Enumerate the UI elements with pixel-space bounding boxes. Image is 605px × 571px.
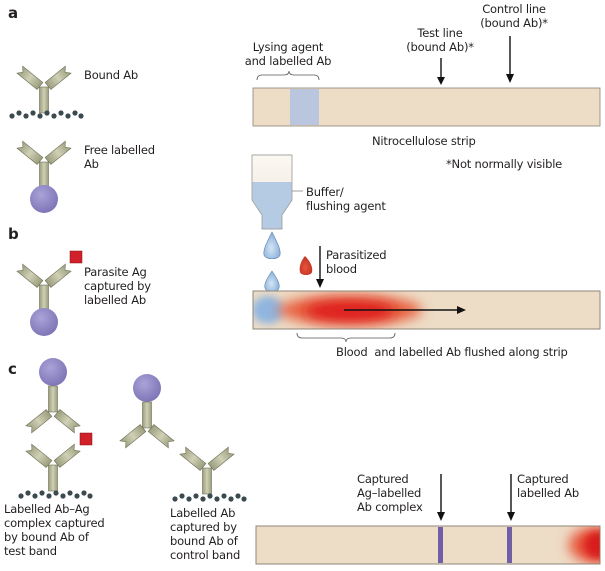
free-labelled-ab-icon (16, 140, 72, 213)
lysing-agent-label: Lysing agent and labelled Ab (244, 40, 332, 68)
panel-label-b: b (8, 225, 19, 243)
free-labelled-ab-label: Free labelled Ab (84, 143, 155, 171)
test-band (438, 527, 443, 563)
membrane-dots (18, 490, 93, 499)
label-bead (39, 358, 67, 386)
label-bead (30, 308, 58, 336)
test-band-label: Captured Ag–labelled Ab complex (357, 472, 423, 514)
control-band-arrow (507, 474, 515, 521)
membrane-dots (9, 110, 84, 119)
ag-captured-label: Parasite Ag captured by labelled Ab (84, 265, 151, 307)
buffer-bottle (251, 154, 303, 230)
blood-drop-icon (299, 256, 313, 275)
parasitized-blood-label: Parasitized blood (326, 248, 387, 276)
control-line-label: Control line (bound Ab)* (480, 2, 548, 30)
panel-label-c: c (8, 360, 17, 378)
buffer-label: Buffer/ flushing agent (306, 185, 386, 213)
nitrocellulose-strip-c (255, 525, 601, 565)
control-caption: Labelled Ab captured by bound Ab of cont… (170, 506, 241, 562)
flow-arrow (344, 306, 466, 314)
test-line-label: Test line (bound Ab)* (406, 26, 474, 54)
footnote: *Not normally visible (446, 157, 563, 171)
nitrocellulose-strip-a (252, 87, 601, 127)
buffer-smear (253, 296, 284, 324)
bound-ab-label: Bound Ab (84, 68, 139, 82)
sandwich-complex-icon (18, 358, 93, 499)
buffer-drop-icon (264, 270, 280, 293)
ag-captured-icon (16, 250, 83, 336)
flow-brace (296, 332, 396, 343)
lysing-brace (256, 70, 320, 81)
control-capture-icon (119, 374, 247, 502)
control-band-label: Captured labelled Ab (517, 472, 580, 500)
strip-caption: Nitrocellulose strip (372, 134, 476, 148)
lysing-pad (290, 89, 319, 125)
test-band-arrow (437, 474, 445, 521)
label-bead (133, 374, 161, 402)
buffer-drop-icon (263, 231, 281, 260)
flow-caption: Blood and labelled Ab flushed along stri… (336, 345, 568, 359)
blood-arrow (316, 246, 324, 288)
complex-caption: Labelled Ab–Ag complex captured by bound… (4, 502, 105, 558)
membrane-dots (172, 493, 247, 502)
control-line-arrow (506, 36, 514, 83)
test-line-arrow (437, 58, 445, 85)
antigen-square (69, 250, 83, 264)
label-bead (30, 185, 58, 213)
control-band (507, 527, 512, 563)
bound-ab-icon (9, 65, 84, 119)
nitrocellulose-strip-b (252, 290, 601, 330)
antigen-square (79, 432, 93, 446)
panel-label-a: a (8, 4, 19, 22)
